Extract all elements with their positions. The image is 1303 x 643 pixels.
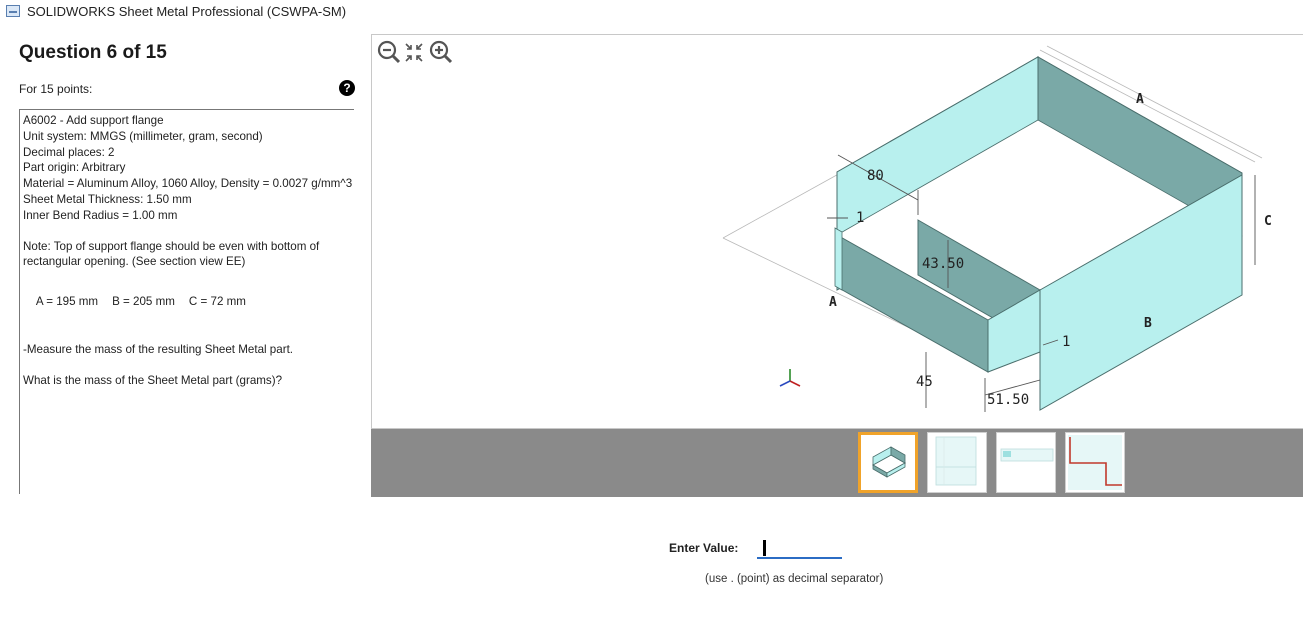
dim-label-45: 45 [916, 374, 933, 390]
thumbnail-strip [371, 429, 1303, 497]
desc-line: Part origin: Arbitrary [23, 161, 126, 175]
dim-label-1-right: 1 [1062, 334, 1070, 350]
dim-c: C = 72 mm [188, 294, 246, 308]
question-points: For 15 points: [19, 82, 93, 96]
thumbnail-isometric[interactable] [858, 432, 918, 493]
desc-line: Inner Bend Radius = 1.00 mm [23, 208, 178, 222]
desc-line: Sheet Metal Thickness: 1.50 mm [23, 192, 192, 206]
desc-task: -Measure the mass of the resulting Sheet… [23, 342, 294, 356]
thumbnail-front-section[interactable] [927, 432, 987, 493]
desc-note: Note: Top of support flange should be ev… [23, 239, 323, 269]
fit-to-window-icon[interactable] [405, 43, 423, 62]
zoom-in-icon[interactable] [429, 40, 453, 64]
desc-ask: What is the mass of the Sheet Metal part… [23, 374, 283, 388]
title-bar: SOLIDWORKS Sheet Metal Professional (CSW… [0, 0, 1303, 24]
right-wall [1039, 174, 1243, 411]
zoom-out-icon[interactable] [377, 40, 401, 64]
desc-line: Material = Aluminum Alloy, 1060 Alloy, D… [23, 177, 353, 191]
dim-label-b: B [1144, 316, 1152, 331]
coordinate-triad-icon [779, 369, 801, 387]
desc-line: Decimal places: 2 [23, 145, 115, 159]
desc-line: Unit system: MMGS (millimeter, gram, sec… [23, 129, 263, 143]
thumbnail-top-view[interactable] [996, 432, 1056, 493]
question-description: A6002 - Add support flange Unit system: … [19, 109, 354, 494]
question-heading: Question 6 of 15 [19, 42, 167, 63]
dim-label-80: 80 [867, 168, 884, 184]
dim-label-c: C [1264, 214, 1272, 229]
dim-label-43-50: 43.50 [922, 256, 964, 272]
answer-label: Enter Value: [669, 541, 739, 555]
help-icon[interactable]: ? [339, 80, 355, 96]
answer-input[interactable] [757, 537, 842, 559]
dim-a: A = 195 mm [35, 294, 99, 308]
zoom-toolbar [376, 39, 466, 67]
dim-label-a-top: A [1136, 92, 1144, 107]
desc-dimensions: A = 195 mm B = 205 mm C = 72 mm [23, 278, 354, 325]
dim-label-1-left: 1 [856, 210, 864, 226]
decimal-hint: (use . (point) as decimal separator) [705, 573, 884, 585]
desc-line: A6002 - Add support flange [23, 114, 164, 127]
text-caret [763, 540, 766, 556]
dim-label-51-50: 51.50 [987, 392, 1029, 408]
dim-label-a-left: A [829, 295, 837, 310]
front-right-wall [987, 289, 1041, 373]
app-icon [6, 5, 20, 17]
part-drawing: 80 1 43.50 45 51.50 1 A A B C [722, 45, 1272, 412]
thumbnail-section-ee[interactable] [1065, 432, 1125, 493]
dim-b: B = 205 mm [112, 294, 175, 308]
window-title: SOLIDWORKS Sheet Metal Professional (CSW… [27, 4, 347, 19]
